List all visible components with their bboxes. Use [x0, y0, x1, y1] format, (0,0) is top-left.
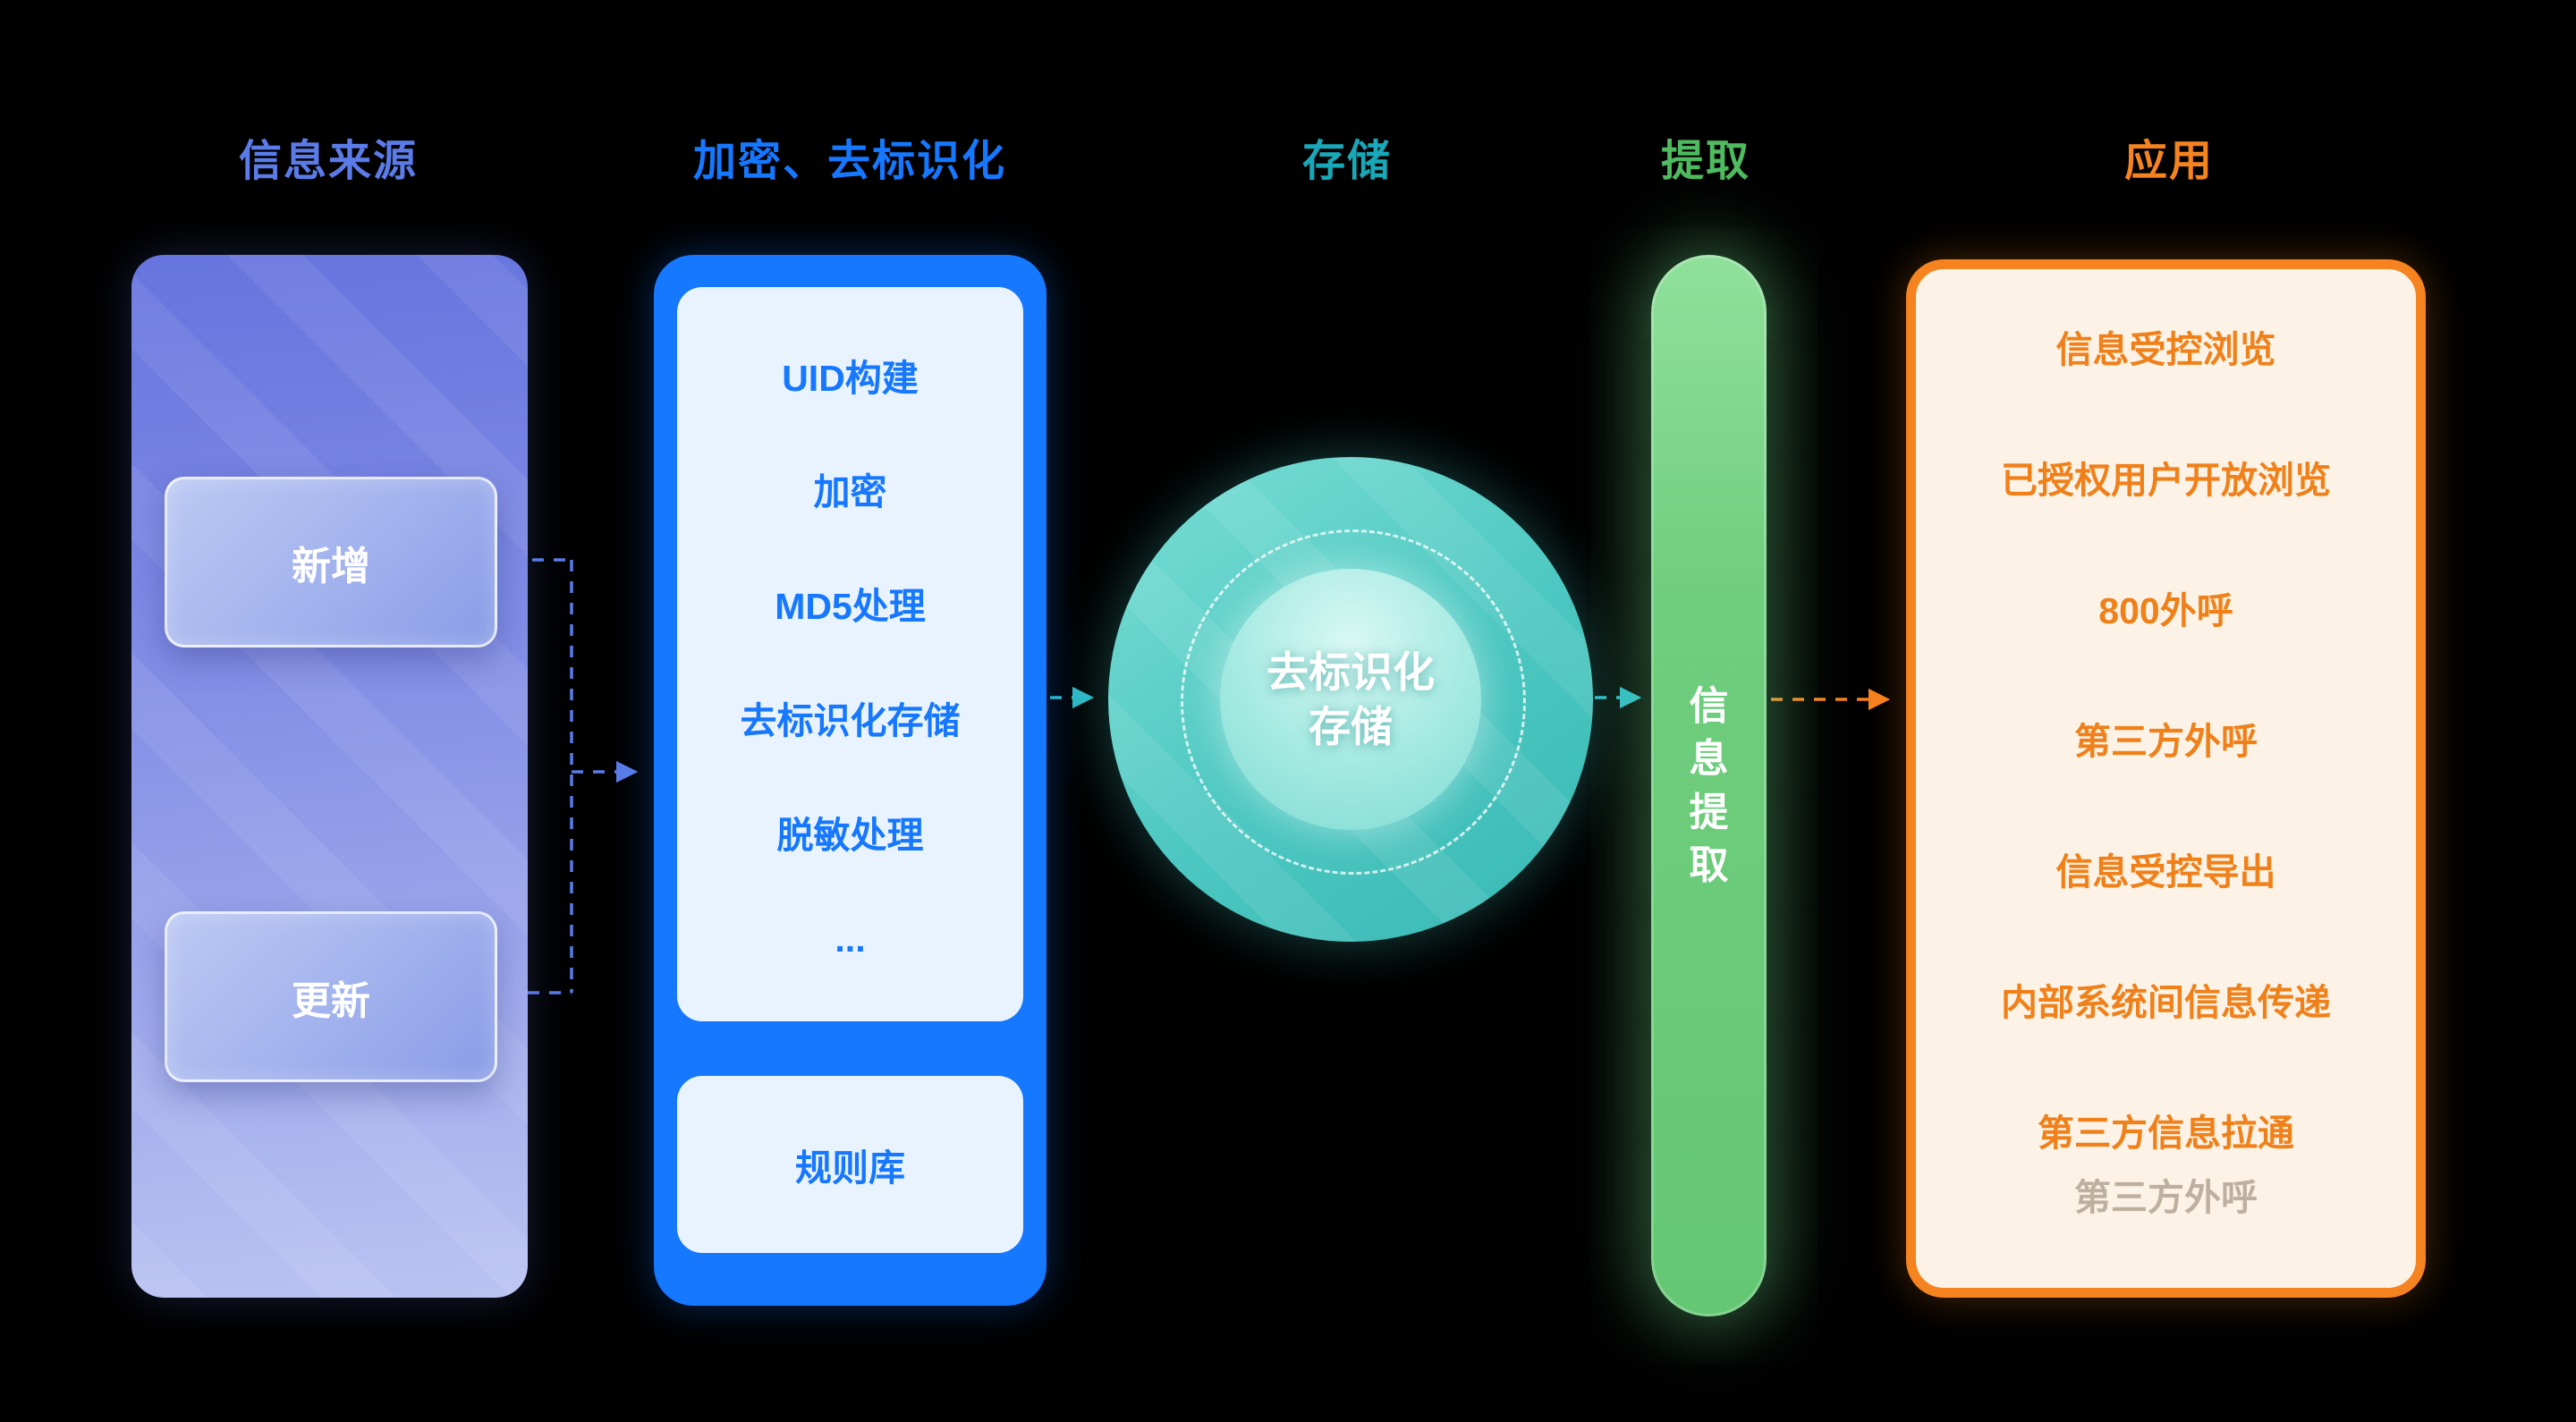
encryption-step-md5: MD5处理 — [775, 586, 926, 628]
encryption-step-uid: UID构建 — [782, 357, 919, 399]
storage-label-line2: 存储 — [1309, 703, 1393, 750]
rule-library-box: 规则库 — [677, 1076, 1023, 1253]
encryption-step-masking: 脱敏处理 — [776, 814, 924, 856]
application-panel: 信息受控浏览 已授权用户开放浏览 800外呼 第三方外呼 信息受控导出 内部系统… — [1906, 259, 2426, 1298]
storage-core: 去标识化 存储 — [1220, 569, 1481, 830]
encryption-steps-box: UID构建 加密 MD5处理 去标识化存储 脱敏处理 ... — [677, 287, 1023, 1021]
header-storage: 存储 — [1301, 138, 1393, 185]
source-item-update-label: 更新 — [292, 978, 370, 1023]
header-encryption: 加密、去标识化 — [692, 138, 1007, 185]
encryption-step-ellipsis: ... — [835, 918, 866, 961]
encryption-step-encrypt: 加密 — [813, 471, 887, 513]
storage-circle: 去标识化 存储 — [1108, 457, 1593, 942]
application-item-controlled-export: 信息受控导出 — [2055, 851, 2276, 893]
application-item-controlled-browse: 信息受控浏览 — [2055, 329, 2276, 370]
source-item-update: 更新 — [165, 911, 497, 1082]
application-item-thirdparty-outbound-faded: 第三方外呼 — [2074, 1177, 2258, 1218]
source-item-add-label: 新增 — [292, 544, 370, 588]
application-item-thirdparty-outbound: 第三方外呼 — [2074, 721, 2258, 762]
extraction-bar: 信息提取 — [1651, 255, 1767, 1316]
application-item-800-outbound: 800外呼 — [2098, 590, 2233, 631]
storage-dashed-ring — [1181, 529, 1526, 875]
extraction-label: 信息提取 — [1689, 683, 1729, 887]
application-item-internal-transfer: 内部系统间信息传递 — [2001, 982, 2331, 1023]
storage-label-line1: 去标识化 — [1267, 648, 1435, 696]
source-item-add: 新增 — [165, 477, 497, 648]
source-panel: 新增 更新 — [131, 255, 528, 1298]
encryption-step-deid-storage: 去标识化存储 — [740, 699, 961, 741]
header-source: 信息来源 — [238, 138, 419, 185]
application-item-authorized-browse: 已授权用户开放浏览 — [2001, 460, 2331, 501]
encryption-panel: UID构建 加密 MD5处理 去标识化存储 脱敏处理 ... 规则库 — [654, 255, 1046, 1306]
rule-library-label: 规则库 — [795, 1147, 905, 1189]
header-extraction: 提取 — [1660, 138, 1751, 185]
application-item-thirdparty-sync: 第三方信息拉通 — [2038, 1113, 2294, 1154]
header-application: 应用 — [2123, 138, 2215, 185]
